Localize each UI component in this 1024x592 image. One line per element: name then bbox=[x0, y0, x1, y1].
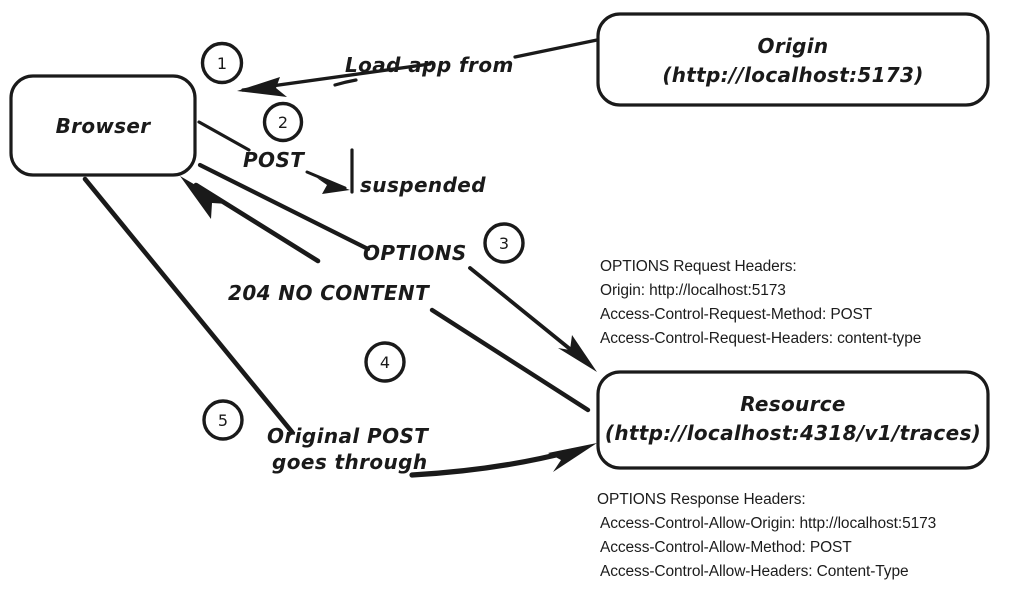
response-headers-title: OPTIONS Response Headers: bbox=[597, 491, 806, 508]
step-badge-4[interactable]: 4 bbox=[364, 341, 406, 383]
edge-options: OPTIONS bbox=[197, 162, 597, 372]
response-headers-line-0: Access-Control-Allow-Origin: http://loca… bbox=[600, 515, 936, 532]
step-2-circle[interactable] bbox=[262, 101, 304, 143]
edge-original-post-shaft bbox=[82, 176, 295, 435]
step-badge-3[interactable]: 3 bbox=[483, 222, 525, 264]
edge-options-shaft-lower bbox=[468, 266, 588, 364]
step-3-number: 3 bbox=[499, 234, 509, 253]
step-3-circle[interactable] bbox=[483, 222, 525, 264]
request-headers-title: OPTIONS Request Headers: bbox=[600, 258, 797, 275]
step-badge-1[interactable]: 1 bbox=[200, 41, 244, 85]
options-request-headers: OPTIONS Request Headers: Origin: http://… bbox=[600, 258, 921, 347]
edge-load-app-tail bbox=[513, 38, 599, 59]
step-4-number: 4 bbox=[380, 353, 390, 372]
edge-load-app-arrowhead bbox=[237, 77, 287, 97]
label-post: POST bbox=[243, 148, 305, 172]
step-1-number: 1 bbox=[217, 54, 227, 73]
label-original-post-line1: Original POST bbox=[267, 424, 429, 448]
step-5-circle[interactable] bbox=[202, 399, 244, 441]
edge-original-post-arrowhead bbox=[548, 443, 597, 472]
step-5-number: 5 bbox=[218, 411, 228, 430]
request-headers-line-2: Access-Control-Request-Headers: content-… bbox=[600, 330, 921, 347]
step-1-circle[interactable] bbox=[200, 41, 244, 85]
edge-204-arrowhead bbox=[180, 176, 228, 219]
edge-options-shaft-upper bbox=[197, 162, 371, 252]
label-options: OPTIONS bbox=[363, 241, 467, 265]
browser-label: Browser bbox=[56, 114, 152, 138]
request-headers-line-0: Origin: http://localhost:5173 bbox=[600, 282, 786, 299]
node-origin[interactable]: Origin (http://localhost:5173) bbox=[596, 12, 990, 107]
browser-box[interactable] bbox=[9, 74, 197, 177]
origin-label-line1: Origin bbox=[758, 34, 829, 58]
step-badge-5[interactable]: 5 bbox=[202, 399, 244, 441]
label-original-post-line2: goes through bbox=[272, 450, 427, 474]
edge-options-arrowhead bbox=[558, 335, 597, 372]
response-headers-line-1: Access-Control-Allow-Method: POST bbox=[600, 539, 852, 556]
edge-suspended-arrowhead bbox=[317, 178, 350, 194]
step-4-circle[interactable] bbox=[364, 341, 406, 383]
edge-post-shaft bbox=[197, 120, 251, 152]
node-resource[interactable]: Resource (http://localhost:4318/v1/trace… bbox=[596, 370, 990, 470]
edge-load-app-from bbox=[237, 38, 599, 97]
origin-label-line2: (http://localhost:5173) bbox=[662, 63, 923, 87]
node-browser[interactable]: Browser bbox=[9, 74, 197, 177]
options-response-headers: OPTIONS Response Headers: Access-Control… bbox=[597, 491, 936, 580]
edge-original-post: Original POST goes through bbox=[82, 176, 597, 478]
step-badge-2[interactable]: 2 bbox=[262, 101, 304, 143]
edge-post-suspended: POST suspended bbox=[197, 120, 486, 197]
response-headers-line-2: Access-Control-Allow-Headers: Content-Ty… bbox=[600, 563, 909, 580]
resource-label-line1: Resource bbox=[740, 392, 846, 416]
label-load-app-from: Load app from bbox=[345, 53, 514, 77]
edge-204-no-content: 204 NO CONTENT bbox=[180, 176, 591, 413]
request-headers-line-1: Access-Control-Request-Method: POST bbox=[600, 306, 873, 323]
edge-load-app-stub bbox=[333, 78, 358, 87]
resource-box[interactable] bbox=[596, 370, 990, 470]
origin-box[interactable] bbox=[596, 12, 990, 107]
edge-original-post-curve bbox=[409, 448, 575, 478]
label-204-no-content: 204 NO CONTENT bbox=[228, 281, 430, 305]
resource-label-line2: (http://localhost:4318/v1/traces) bbox=[605, 421, 981, 445]
label-suspended: suspended bbox=[360, 173, 486, 197]
edge-204-shaft-lower bbox=[429, 307, 591, 413]
edge-suspended-shaft bbox=[305, 170, 347, 190]
step-2-number: 2 bbox=[278, 113, 288, 132]
